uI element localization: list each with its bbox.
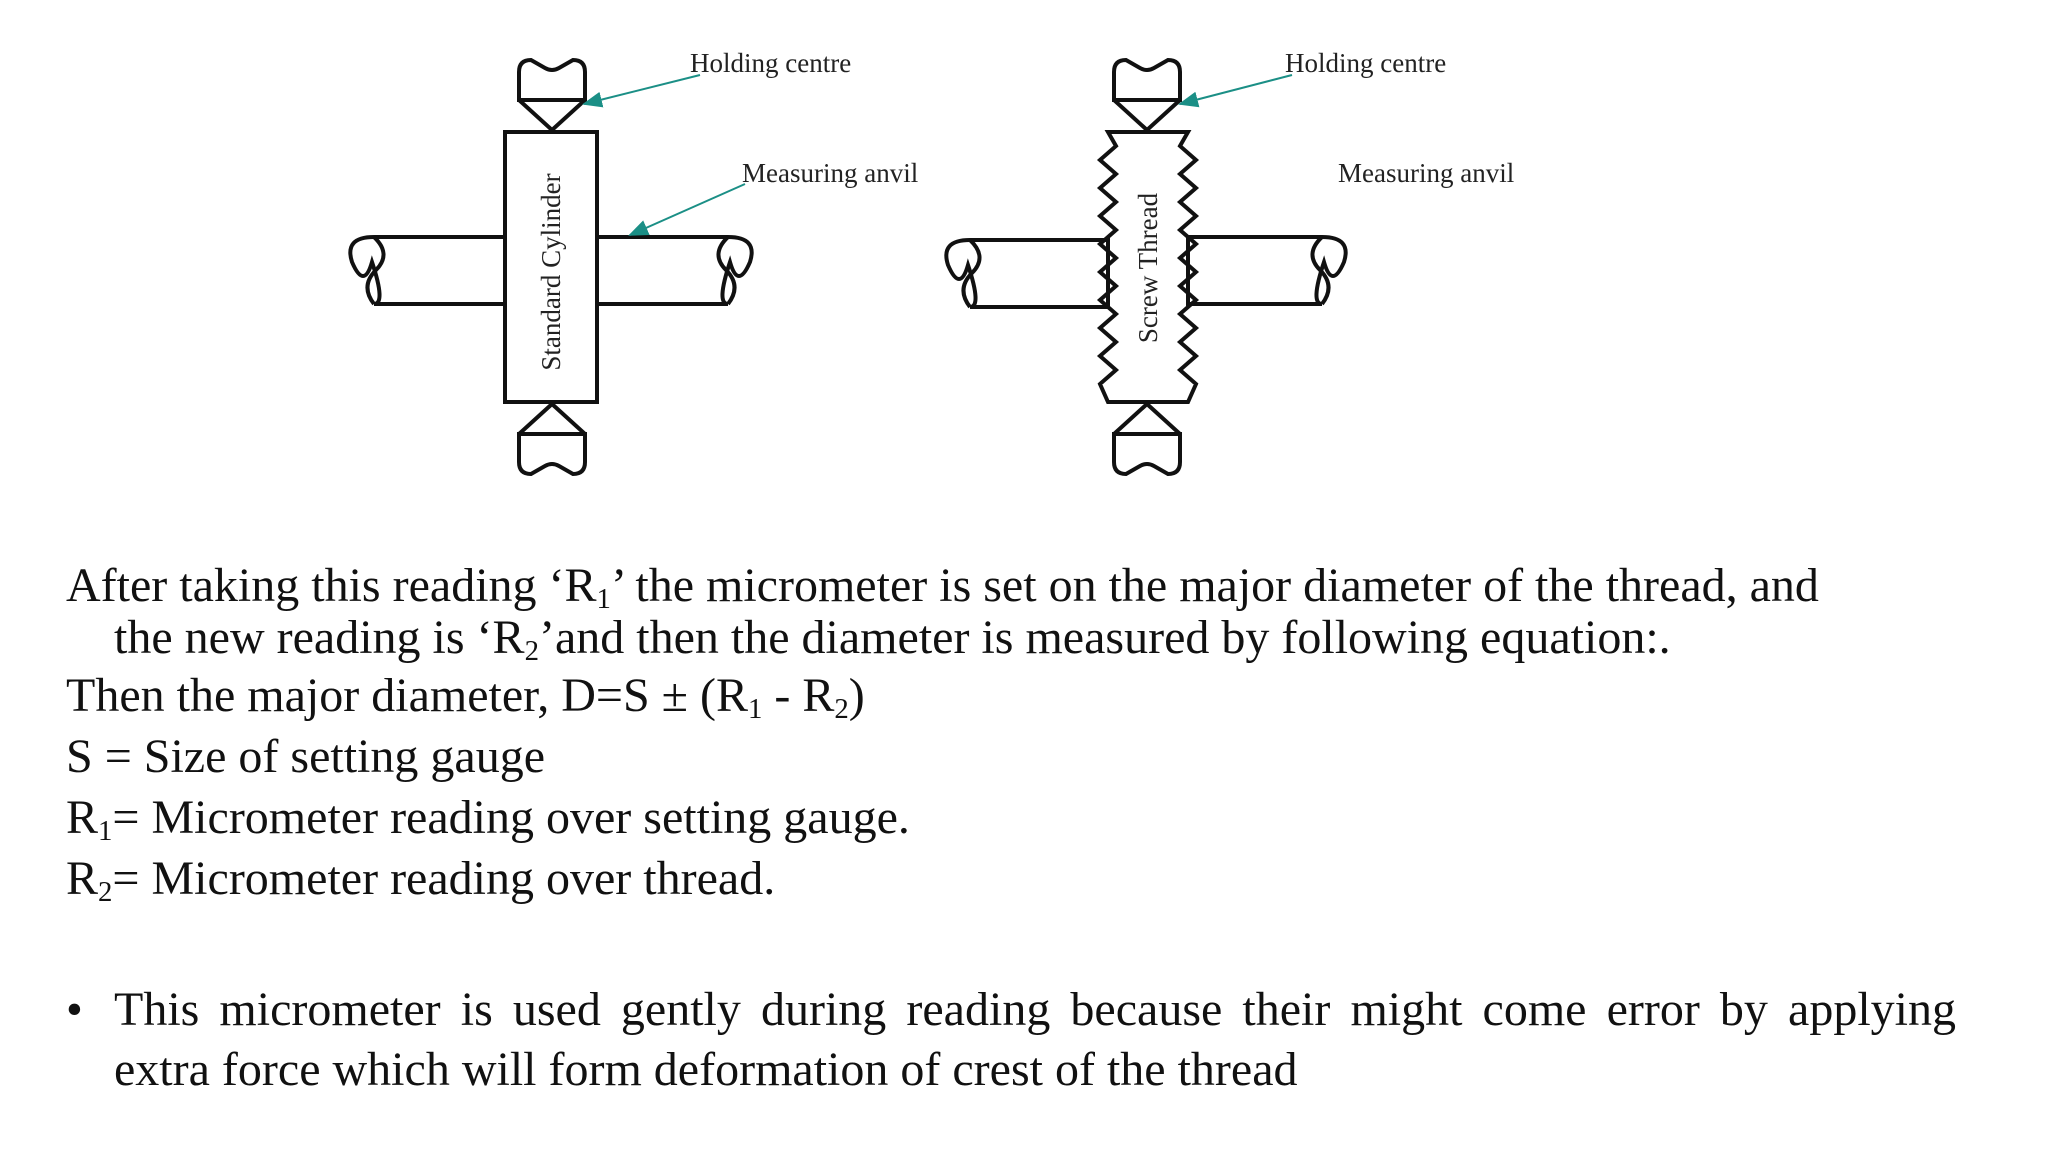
standard-cylinder [503,130,599,404]
para1-text-d: ’and then the diameter is measured by fo… [538,611,1671,664]
left-anvil-label: Measuring anvil [742,158,918,188]
para1-subscript-2: 2 [524,635,539,668]
left-anvil-pointer [628,183,746,236]
equation-subscript-1: 1 [747,693,763,726]
bullet-note-text: This micrometer is used gently during re… [114,983,1956,1096]
right-assembly [944,57,1348,477]
paragraph-line-2: the new reading is ‘R2’and then the diam… [66,608,2014,668]
right-holding-label: Holding centre [1285,48,1446,78]
equation-subscript-2: 2 [834,693,849,726]
equation-text-b: - R [762,669,835,722]
para1-subscript-1: 1 [596,583,611,616]
definition-s-text: S = Size of setting gauge [66,730,545,783]
left-measuring-anvil-left [348,235,505,306]
left-measuring-anvil-right [597,235,754,306]
definition-r2: R2= Micrometer reading over thread. [66,849,1966,909]
definition-r1-symbol: R [66,791,99,844]
left-cylinder-label: Standard Cylinder [536,173,566,370]
para1-text-b: ’ the micrometer is set on the major dia… [610,559,1819,612]
definition-r2-symbol: R [66,852,99,905]
left-top-holding-centre [517,57,587,133]
definition-r1-text: = Micrometer reading over setting gauge. [112,791,910,844]
right-measuring-anvil-right [1186,235,1348,306]
right-top-holding-centre [1112,57,1182,133]
left-bottom-holding-centre [517,401,587,477]
right-thread-label: Screw Thread [1133,192,1163,343]
left-holding-label: Holding centre [690,48,851,78]
definition-r1-subscript: 1 [98,815,113,848]
right-measuring-anvil-left [944,238,1110,309]
equation-text-c: ) [848,669,865,722]
right-bottom-holding-centre [1112,401,1182,477]
bullet-note: • This micrometer is used gently during … [66,980,1956,1100]
left-assembly [348,57,754,477]
para1-text-c: the new reading is ‘R [114,611,525,664]
right-anvil-label: Measuring anvil [1338,158,1514,188]
left-holding-pointer [582,74,701,108]
right-holding-pointer [1178,74,1293,108]
definition-r2-subscript: 2 [98,876,113,909]
definition-r1: R1= Micrometer reading over setting gaug… [66,788,1966,848]
bullet-dot: • [66,983,83,1036]
definition-r2-text: = Micrometer reading over thread. [112,852,776,905]
equation-line: Then the major diameter, D=S ± (R1 - R2) [66,666,1966,726]
para1-text-a: After taking this reading ‘R [66,559,597,612]
screw-thread [1096,130,1200,404]
definition-s: S = Size of setting gauge [66,727,1966,787]
equation-text-a: Then the major diameter, D=S ± (R [66,669,748,722]
paragraph-line-1: After taking this reading ‘R1’ the micro… [66,556,1966,616]
micrometer-diagram: Standard Cylinder Holding centre Measuri… [348,48,1514,477]
